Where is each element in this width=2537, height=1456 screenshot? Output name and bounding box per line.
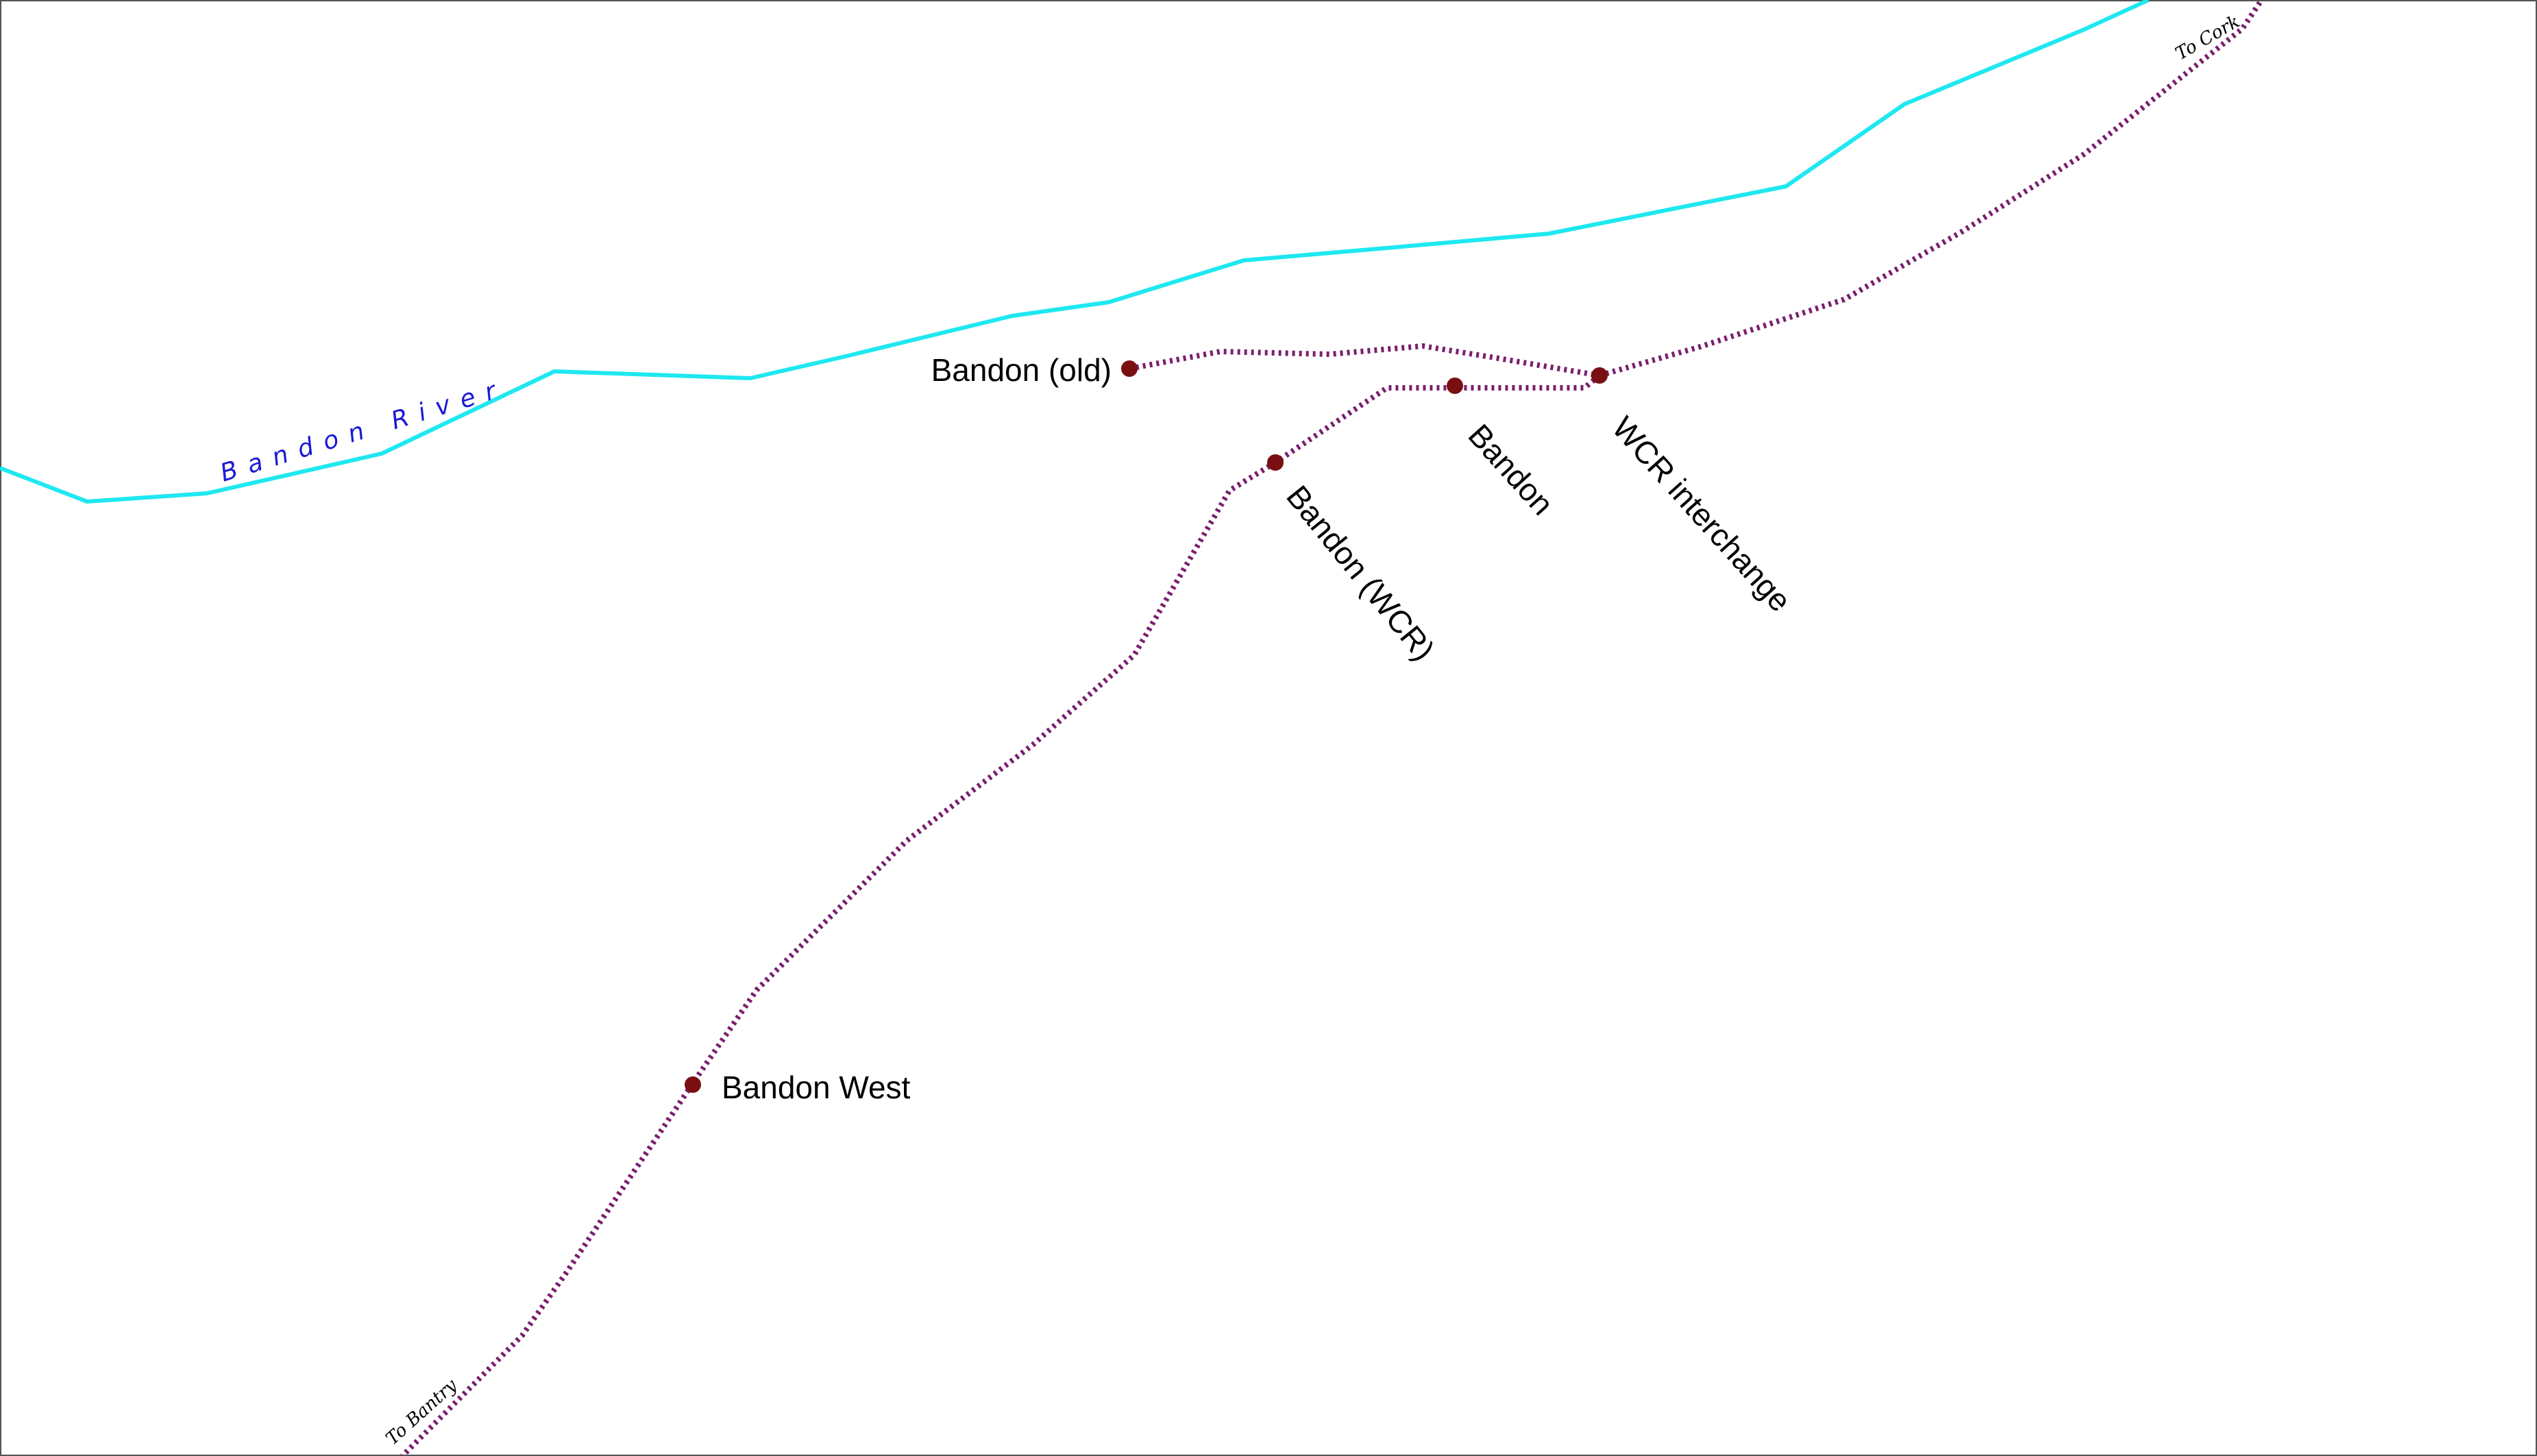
railway-line-to-cork [1598, 0, 2264, 378]
station-dot-bandon-west [685, 1076, 701, 1093]
station-dot-bandon-wcr [1267, 454, 1284, 471]
station-dot-bandon [1447, 378, 1463, 394]
station-label-bandon-wcr: Bandon (WCR) [1279, 479, 1442, 667]
station-label-bandon-old: Bandon (old) [931, 352, 1112, 388]
railway-line-bandon-link [1273, 373, 1602, 465]
station-label-bandon: Bandon [1462, 417, 1561, 522]
station-label-wcr-interchange: WCR interchange [1606, 410, 1799, 619]
railway-line-to-bantry [400, 460, 1277, 1456]
bandon-river-line [0, 0, 2150, 504]
railway-line-old-branch [1129, 343, 1600, 378]
river-label: Bandon River [217, 374, 510, 488]
station-label-bandon-west: Bandon West [722, 1070, 911, 1105]
station-dot-wcr-interchange [1591, 367, 1608, 384]
station-dot-bandon-old [1121, 360, 1138, 377]
